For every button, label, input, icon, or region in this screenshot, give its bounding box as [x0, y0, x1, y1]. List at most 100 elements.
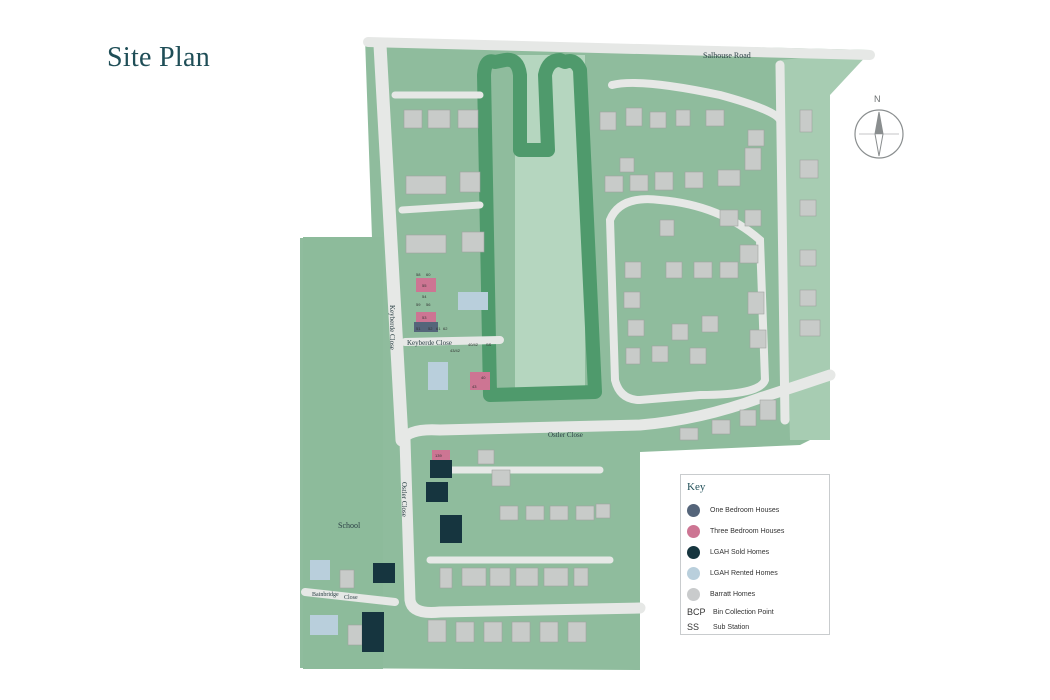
house-block [654, 171, 674, 191]
plot-numbers: 58 60 55 54 59 56 53 51 52 61 62 40/42 4… [416, 272, 492, 458]
key-label: Bin Collection Point [713, 608, 774, 616]
house-block [483, 621, 503, 643]
lgah-sold-home-d [373, 563, 395, 583]
key-item-lgah-sold: LGAH Sold Homes [687, 544, 769, 560]
house-block [629, 174, 649, 192]
plot-51: 51 [416, 326, 421, 331]
three-bed-house-53 [416, 312, 436, 322]
house-block [799, 199, 817, 217]
plot-43-42: 43/42 [450, 348, 461, 353]
key-title: Key [687, 481, 706, 493]
house-block [659, 219, 675, 237]
house-block [499, 505, 519, 521]
land-east-fade [780, 52, 870, 440]
house-block [719, 261, 739, 279]
lgah-sold-home-b [426, 482, 448, 502]
house-block [747, 129, 765, 147]
plot-40-42: 40/42 [468, 342, 479, 347]
house-block [604, 175, 624, 193]
house-block [744, 147, 762, 171]
key-label: Sub Station [713, 623, 750, 631]
key-label: One Bedroom Houses [710, 506, 780, 514]
plot-ss: SS [486, 342, 492, 347]
one-bed-house-51 [414, 322, 438, 332]
house-block [549, 505, 569, 521]
land-west-school [303, 237, 383, 669]
house-block [799, 249, 817, 267]
hedgerow [477, 52, 602, 402]
house-block [347, 624, 363, 646]
east-spine-road [775, 60, 790, 425]
house-block [684, 171, 704, 189]
house-block [427, 619, 447, 643]
key-item-bcp: BCP Bin Collection Point [687, 604, 774, 620]
house-block [799, 289, 817, 307]
key-label: LGAH Rented Homes [710, 569, 778, 577]
page-title: Site Plan [107, 42, 211, 73]
plot-62: 62 [443, 326, 448, 331]
keyberde-close-road [373, 38, 409, 447]
ostler-close-vertical-label: Ostler Close [400, 482, 408, 517]
bainbridge-label-b: Close [344, 595, 358, 601]
house-block [625, 347, 641, 365]
three-bedroom-swatch-icon [687, 524, 700, 538]
plot-59: 59 [416, 302, 421, 307]
house-block [619, 157, 635, 173]
key-label: LGAH Sold Homes [710, 548, 770, 556]
plot-61: 61 [436, 326, 441, 331]
house-block [515, 567, 539, 587]
school-label: School [338, 521, 361, 530]
house-block [511, 621, 531, 643]
house-block [711, 419, 731, 435]
lgah-rented-swatch-icon [687, 566, 700, 580]
keyberde-close-spur [401, 336, 504, 346]
plot-60: 60 [426, 272, 431, 277]
house-block [705, 109, 725, 127]
one-bedroom-swatch-icon [687, 503, 700, 517]
house-block [671, 323, 689, 341]
three-bed-house-55 [416, 278, 436, 292]
house-block [649, 111, 667, 129]
house-block [717, 169, 741, 187]
house-block [799, 319, 821, 337]
house-block [665, 261, 683, 279]
house-block [573, 567, 589, 587]
house-block [405, 234, 447, 254]
highlighted-plots[interactable] [310, 278, 490, 652]
bainbridge-label-a: Bainbridge [312, 592, 339, 598]
lgah-sold-home-c [440, 515, 462, 543]
house-block [543, 567, 569, 587]
compass: N [852, 94, 906, 164]
house-block [461, 567, 487, 587]
house-block [625, 107, 643, 127]
house-block [439, 567, 453, 589]
ostler-close-vertical-road [399, 434, 646, 618]
house-block [624, 261, 642, 279]
key-item-lgah-rented: LGAH Rented Homes [687, 565, 778, 581]
house-block [693, 261, 713, 279]
house-block [623, 291, 641, 309]
keyberde-close-vertical-label: Keyberde Close [388, 305, 396, 350]
house-block [651, 345, 669, 363]
house-block [689, 347, 707, 365]
house-block [749, 329, 767, 349]
house-block [567, 621, 587, 643]
house-block [799, 109, 813, 133]
house-block [744, 209, 762, 227]
house-block [701, 315, 719, 333]
house-block [575, 505, 595, 521]
house-block [799, 159, 819, 179]
house-block [739, 409, 757, 427]
mid-spur-road [398, 201, 484, 214]
plot-58: 58 [416, 272, 421, 277]
house-block [747, 291, 765, 315]
house-block [491, 469, 511, 487]
key-label: Three Bedroom Houses [710, 527, 785, 535]
key-item-three-bedroom: Three Bedroom Houses [687, 523, 784, 539]
house-block [539, 621, 559, 643]
salhouse-road-label: Salhouse Road [703, 51, 751, 60]
plot-139: 139 [435, 453, 442, 458]
map-key: Key One Bedroom Houses Three Bedroom Hou… [680, 474, 830, 635]
keyberde-close-label: Keyberde Close [407, 339, 452, 347]
